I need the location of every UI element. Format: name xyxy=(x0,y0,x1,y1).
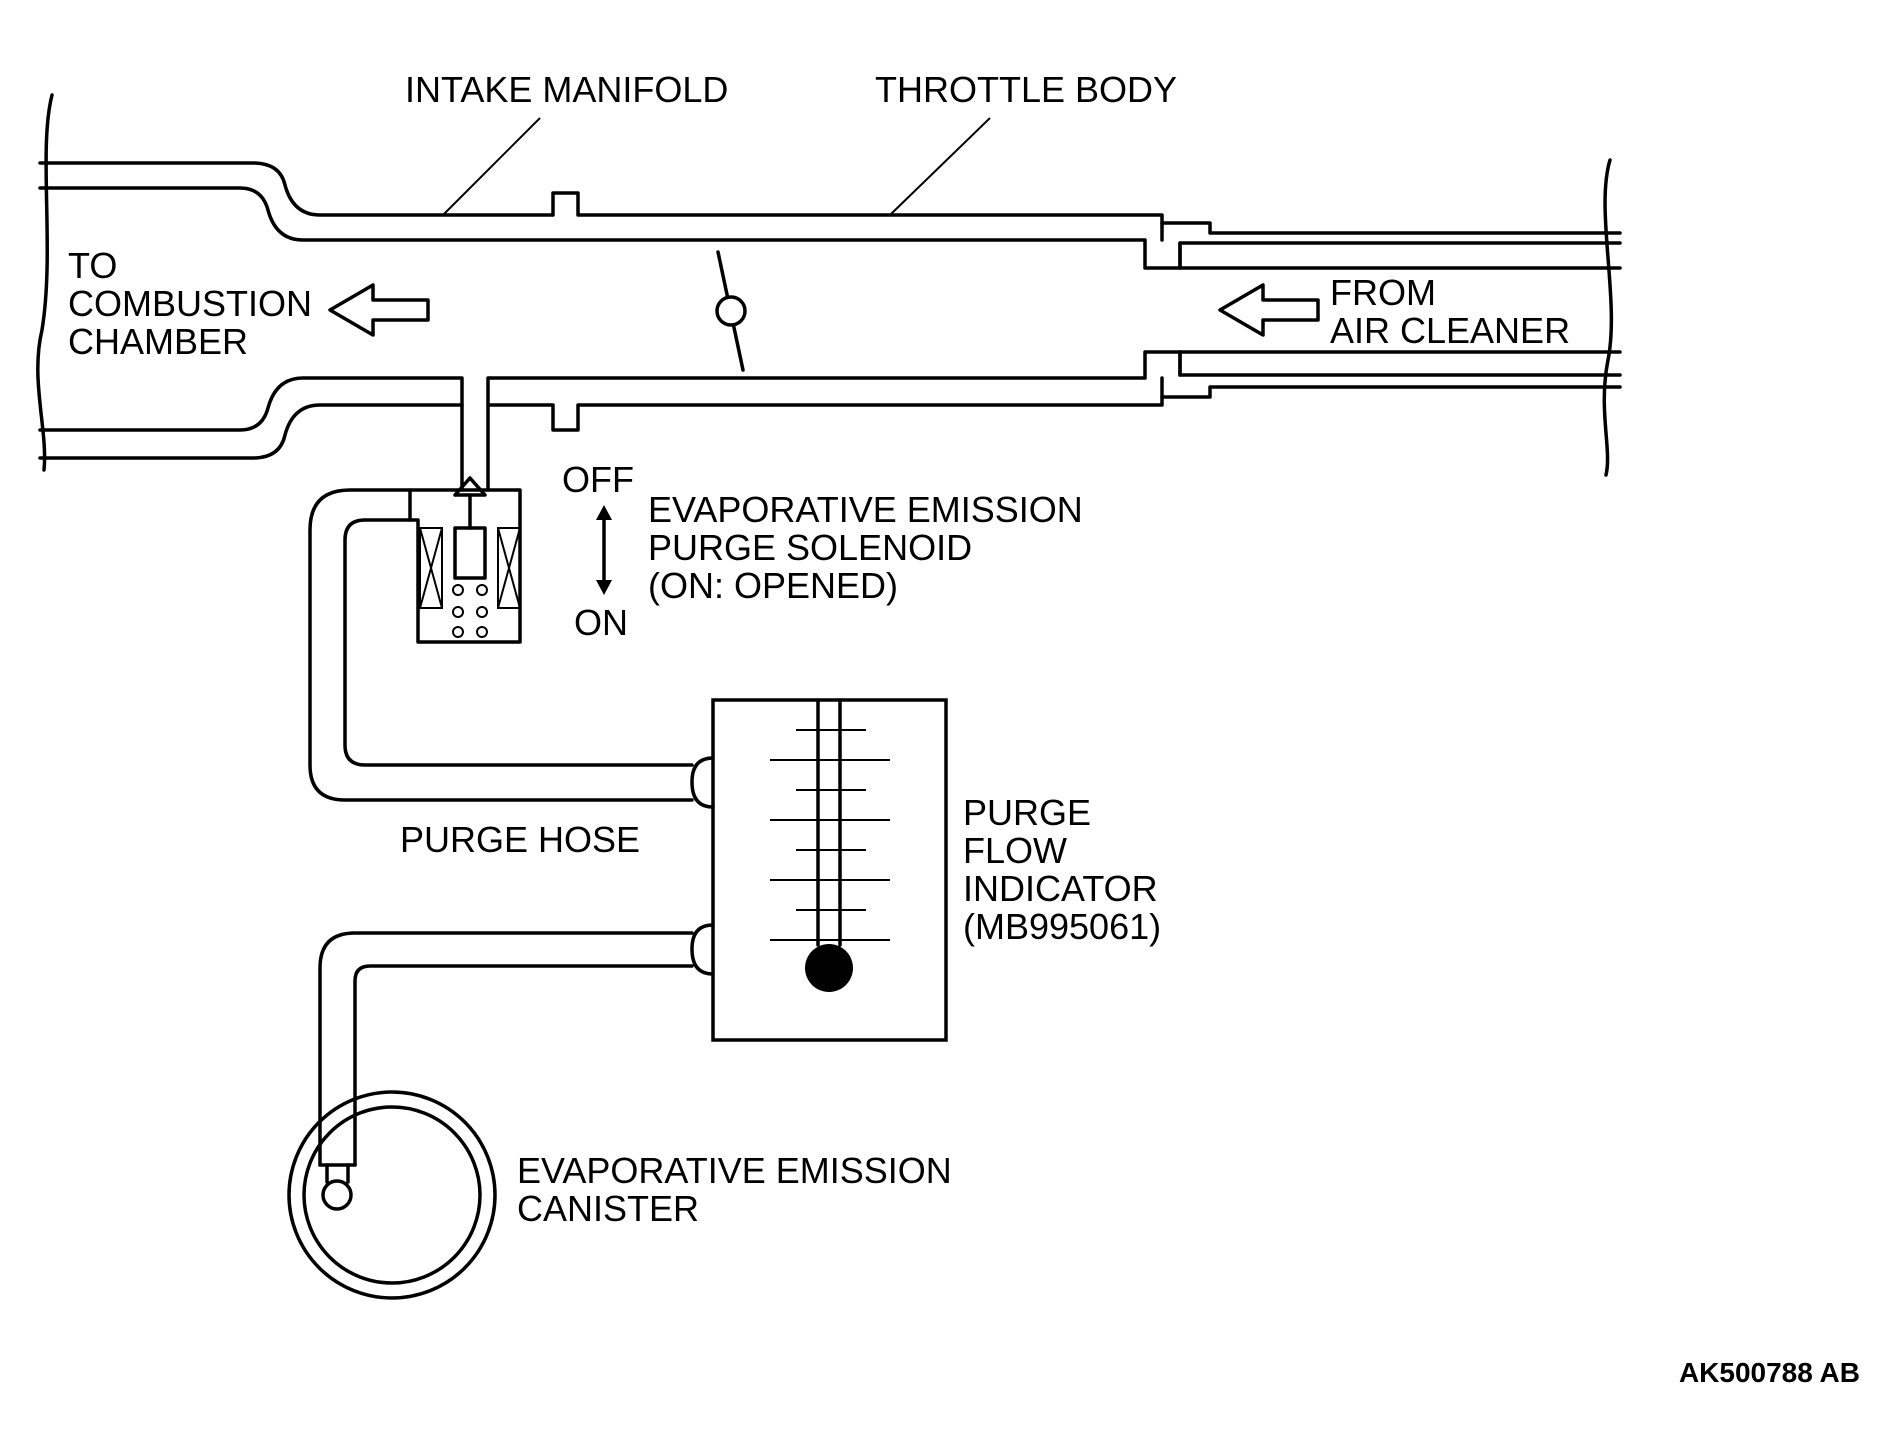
label-purge-flow-indicator-3: INDICATOR xyxy=(963,868,1158,909)
label-on: ON xyxy=(574,602,628,643)
label-purge-flow-indicator-1: PURGE xyxy=(963,792,1091,833)
purge-flow-indicator xyxy=(690,698,948,1042)
label-purge-hose: PURGE HOSE xyxy=(400,819,640,860)
label-canister-1: EVAPORATIVE EMISSION xyxy=(517,1150,952,1191)
label-purge-flow-indicator-4: (MB995061) xyxy=(963,906,1161,947)
label-solenoid-1: EVAPORATIVE EMISSION xyxy=(648,489,1083,530)
purge-hose-upper xyxy=(308,488,694,802)
off-on-arrow xyxy=(596,505,612,595)
leader-throttle-body xyxy=(889,117,991,216)
purge-solenoid xyxy=(408,476,522,644)
label-off: OFF xyxy=(562,459,634,500)
canister-hose-outer xyxy=(318,931,694,1167)
intake-duct xyxy=(36,93,1622,492)
flow-arrow-to-combustion xyxy=(328,283,430,337)
label-intake-manifold: INTAKE MANIFOLD xyxy=(405,69,728,110)
label-canister-2: CANISTER xyxy=(517,1188,699,1229)
label-throttle-body: THROTTLE BODY xyxy=(875,69,1177,110)
purge-hose-upper-inner xyxy=(343,518,694,767)
label-from-air-cleaner-2: AIR CLEANER xyxy=(1330,310,1570,351)
canister-hose-inner xyxy=(353,964,694,1167)
label-from-air-cleaner-1: FROM xyxy=(1330,272,1436,313)
flow-arrow-from-air-cleaner xyxy=(1218,283,1320,337)
label-to-combustion-3: CHAMBER xyxy=(68,321,248,362)
label-to-combustion-2: COMBUSTION xyxy=(68,283,312,324)
leader-intake-manifold xyxy=(442,117,541,216)
label-solenoid-3: (ON: OPENED) xyxy=(648,565,898,606)
label-purge-flow-indicator-2: FLOW xyxy=(963,830,1067,871)
reference-code: AK500788 AB xyxy=(1679,1357,1860,1388)
label-solenoid-2: PURGE SOLENOID xyxy=(648,527,972,568)
evaporative-emission-canister xyxy=(287,1090,497,1300)
label-to-combustion-1: TO xyxy=(68,245,117,286)
